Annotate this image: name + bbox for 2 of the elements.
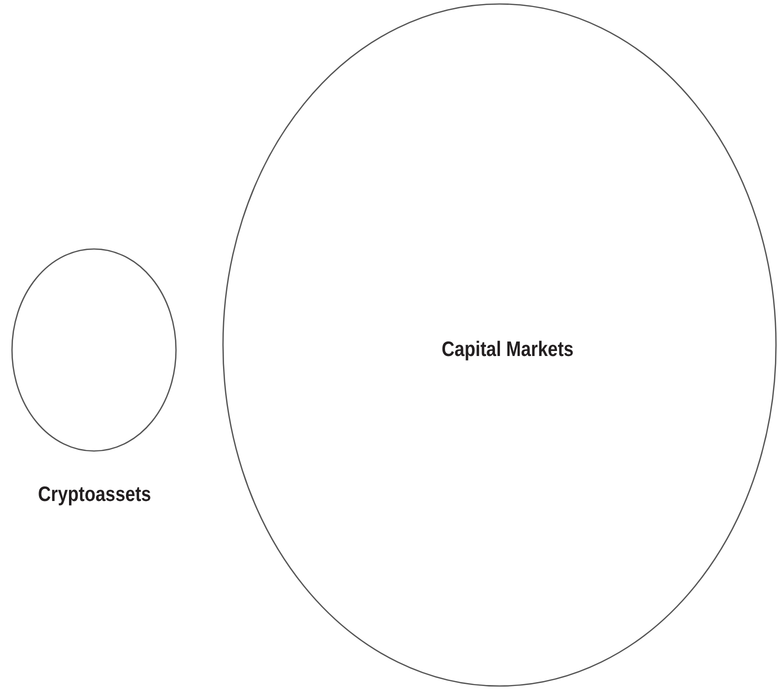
circle-label: Cryptoassets [37,483,151,507]
circle-label: Capital Markets [441,338,574,362]
